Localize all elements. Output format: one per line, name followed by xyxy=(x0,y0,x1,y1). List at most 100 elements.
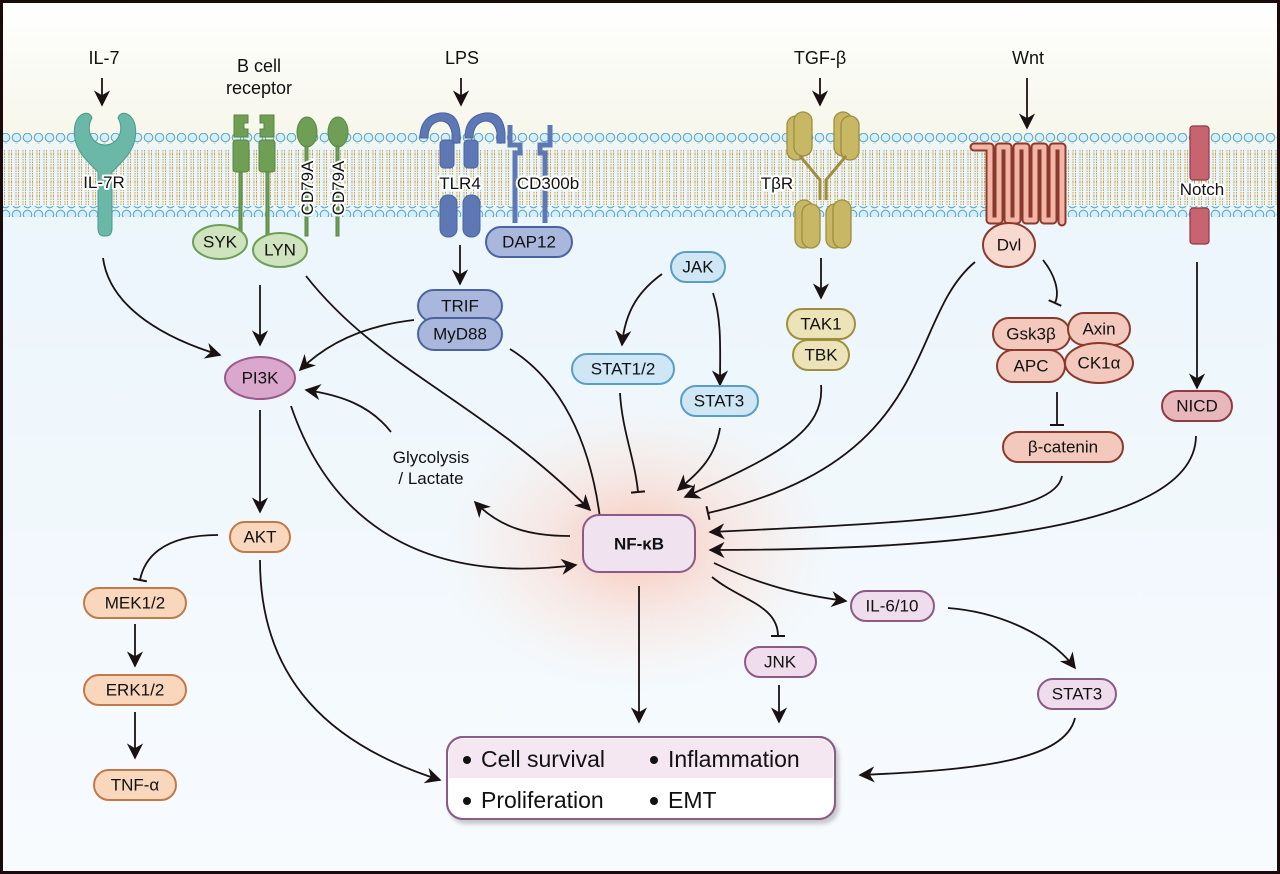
svg-text:Axin: Axin xyxy=(1082,320,1115,339)
ligand-il7: IL-7 xyxy=(88,48,119,68)
svg-text:APC: APC xyxy=(1014,357,1049,376)
edges xyxy=(93,78,1206,784)
tlr4-receptor-icon xyxy=(419,112,506,238)
edge-tbk-nfkb xyxy=(683,384,823,499)
tlr4-label: TLR4 xyxy=(439,174,481,193)
outcome-emt: EMT xyxy=(668,787,717,813)
node-ck1a: CK1α xyxy=(1064,342,1134,384)
edge-il610-stat3 xyxy=(947,607,1076,670)
ligand-bcr-line1: B cell xyxy=(237,56,281,76)
ligand-lps: LPS xyxy=(445,48,479,68)
svg-text:LYN: LYN xyxy=(264,241,296,260)
edge-stat12-nfkb xyxy=(619,392,646,494)
node-stat3-jak: STAT3 xyxy=(680,385,759,417)
destruction-complex: Gsk3β Axin APC CK1α xyxy=(992,312,1134,384)
node-myd88: MyD88 xyxy=(417,317,503,351)
edge-glycolysis-pi3k xyxy=(304,384,392,433)
edge-akt-outcomes xyxy=(259,559,442,784)
svg-text:JNK: JNK xyxy=(764,653,797,672)
node-akt: AKT xyxy=(229,521,291,553)
edge-dvl-nfkb xyxy=(705,261,976,521)
svg-text:Gsk3β: Gsk3β xyxy=(1006,325,1056,344)
bullet-icon xyxy=(650,756,658,764)
il7r-label: IL-7R xyxy=(83,173,125,192)
tgfb-receptor-icon xyxy=(786,111,860,249)
bullet-icon xyxy=(463,797,471,805)
svg-text:IL-6/10: IL-6/10 xyxy=(866,597,919,616)
node-tak1: TAK1 xyxy=(786,308,856,340)
outcomes-box: Cell survival Inflammation Proliferation… xyxy=(446,736,836,820)
edge-stat3-nfkb xyxy=(676,427,721,492)
frizzled-inner xyxy=(971,144,1065,225)
node-jnk: JNK xyxy=(744,646,817,678)
svg-text:AKT: AKT xyxy=(243,528,276,547)
node-tnfa: TNF-α xyxy=(93,769,177,801)
node-erk: ERK1/2 xyxy=(83,674,187,706)
cd79a-label-2: CD79A xyxy=(329,160,348,215)
svg-text:STAT3: STAT3 xyxy=(694,392,744,411)
edge-nfkb-glycolysis xyxy=(473,500,571,537)
node-tbk: TBK xyxy=(792,339,850,371)
ligand-wnt: Wnt xyxy=(1012,48,1044,68)
svg-text:SYK: SYK xyxy=(203,233,238,252)
node-trif: TRIF xyxy=(417,289,503,323)
edge-trif-pi3k xyxy=(298,319,415,372)
svg-text:PI3K: PI3K xyxy=(242,369,280,388)
edge-stat3-outcomes xyxy=(858,717,1076,783)
cd79a-label-1: CD79A xyxy=(298,160,317,215)
edge-myd88-nfkb xyxy=(509,348,608,520)
cd300b-label: CD300b xyxy=(517,174,579,193)
node-il610: IL-6/10 xyxy=(850,590,935,622)
node-apc: APC xyxy=(996,349,1066,383)
node-pi3k: PI3K xyxy=(224,356,296,400)
ligand-bcr-line2: receptor xyxy=(226,78,292,98)
svg-text:DAP12: DAP12 xyxy=(502,233,556,252)
edge-dvl-complex xyxy=(1042,259,1062,307)
svg-text:NICD: NICD xyxy=(1176,397,1218,416)
svg-text:β-catenin: β-catenin xyxy=(1028,438,1098,457)
svg-text:TNF-α: TNF-α xyxy=(111,776,160,795)
notch-label: Notch xyxy=(1180,180,1224,199)
node-mek: MEK1/2 xyxy=(83,587,187,619)
svg-text:ERK1/2: ERK1/2 xyxy=(106,681,165,700)
node-syk: SYK xyxy=(192,224,248,260)
ligand-tgfb: TGF-β xyxy=(794,48,846,68)
svg-text:NF-κB: NF-κB xyxy=(614,535,664,554)
edge-lyn-nfkb xyxy=(305,275,592,512)
glycolysis-label-1: Glycolysis xyxy=(393,448,470,467)
outcome-inflammation: Inflammation xyxy=(668,746,800,772)
node-gsk3b: Gsk3β xyxy=(992,317,1071,351)
node-lyn: LYN xyxy=(252,232,308,268)
node-bcatenin: β-catenin xyxy=(1002,431,1124,463)
node-jak: JAK xyxy=(670,251,726,283)
svg-text:TBK: TBK xyxy=(804,346,838,365)
glycolysis-label-2: / Lactate xyxy=(398,469,463,488)
svg-text:STAT1/2: STAT1/2 xyxy=(591,360,656,379)
bullet-icon xyxy=(463,756,471,764)
svg-text:MyD88: MyD88 xyxy=(433,325,487,344)
bcr-receptor-icon xyxy=(232,114,349,241)
node-axin: Axin xyxy=(1067,312,1131,346)
node-dap12: DAP12 xyxy=(485,226,573,258)
node-stat12: STAT1/2 xyxy=(571,353,675,385)
outcome-cell-survival: Cell survival xyxy=(481,746,605,772)
edge-pi3k-nfkb xyxy=(290,405,578,575)
bullet-icon xyxy=(650,797,658,805)
edge-bcatenin-nfkb xyxy=(708,475,1063,540)
il7r-receptor-icon xyxy=(73,112,137,237)
edge-nfkb-jnk xyxy=(711,576,786,638)
svg-text:STAT3: STAT3 xyxy=(1052,685,1102,704)
node-dvl: Dvl xyxy=(982,222,1036,268)
outcome-proliferation: Proliferation xyxy=(481,787,604,813)
edge-nicd-nfkb xyxy=(708,435,1197,559)
node-stat3-downstream: STAT3 xyxy=(1037,678,1117,710)
notch-receptor-icon xyxy=(1189,125,1210,245)
edge-nfkb-il610 xyxy=(713,562,848,608)
edge-jak-stat12 xyxy=(615,273,663,347)
svg-text:TAK1: TAK1 xyxy=(800,315,841,334)
svg-text:MEK1/2: MEK1/2 xyxy=(105,594,165,613)
tbr-label: TβR xyxy=(761,174,793,193)
